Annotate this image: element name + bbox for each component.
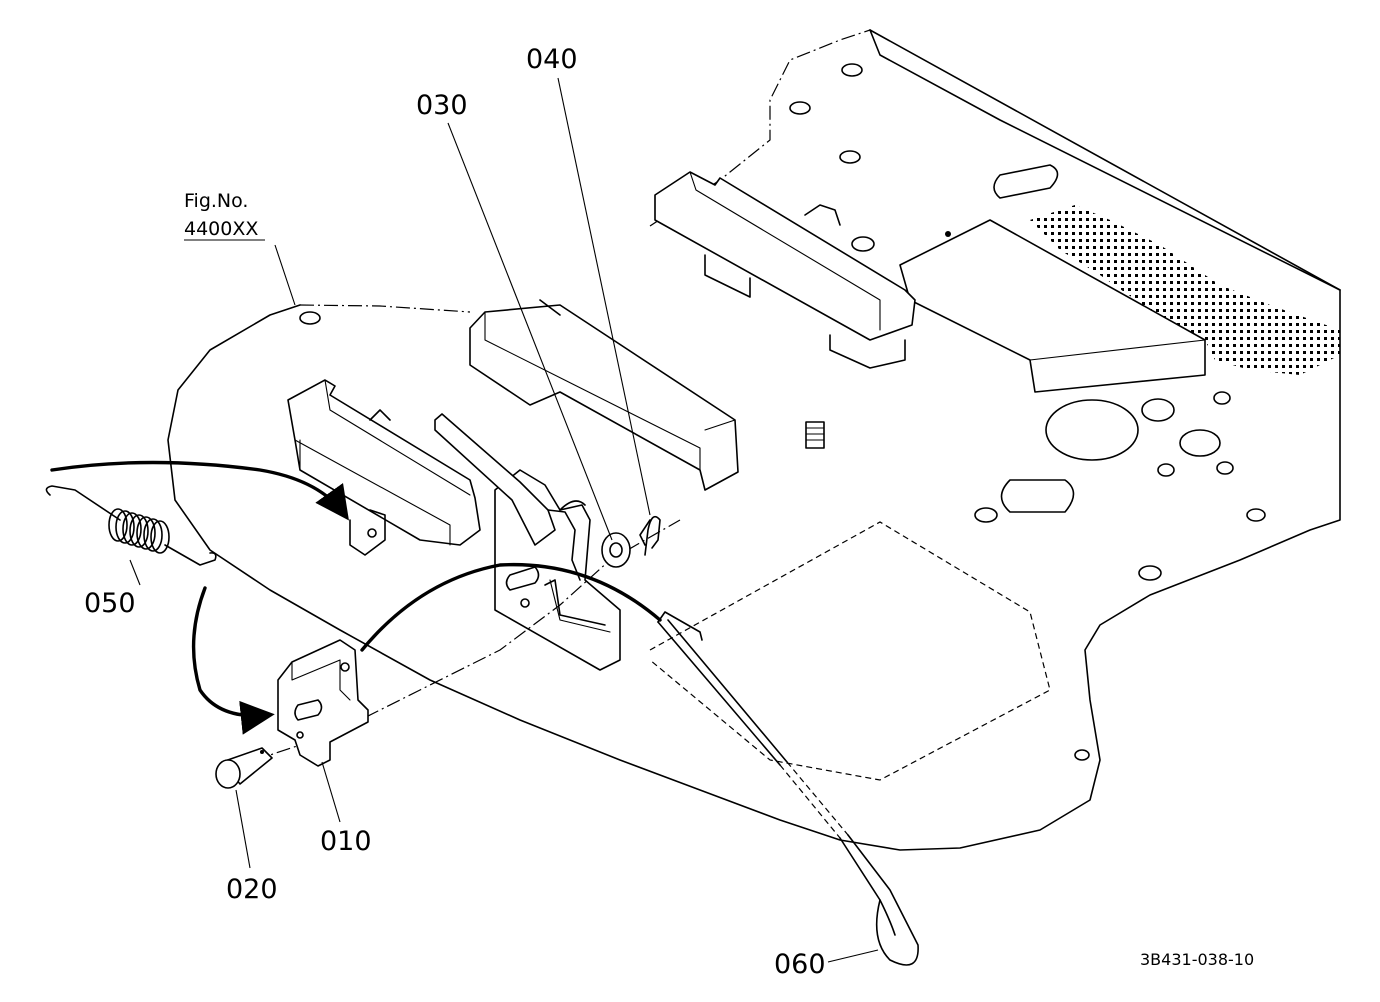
part-050-spring: [45, 485, 217, 566]
rear-panel: [899, 219, 1206, 393]
assembly-axis: [231, 519, 681, 771]
callout-030: 030: [416, 90, 468, 121]
figure-ref-line2: 4400XX: [184, 218, 258, 240]
arrow-plate-to-rod: [360, 562, 662, 652]
part-010-bracket: [277, 639, 369, 767]
lever-arm: [434, 413, 586, 581]
part-060-rod: [657, 611, 919, 966]
latch-bracket-assembly: [287, 379, 481, 556]
floor-plate: [167, 29, 1341, 851]
part-040-clip: [639, 515, 661, 556]
callout-060: 060: [774, 949, 826, 980]
threaded-stud: [805, 421, 825, 449]
assembly-arrows: [50, 460, 662, 735]
figure-ref-line1: Fig.No.: [184, 190, 248, 212]
arrow-spring-to-plate: [191, 586, 275, 735]
callout-040: 040: [526, 44, 578, 75]
callout-010: 010: [320, 826, 372, 857]
front-channel-bracket: [469, 299, 739, 491]
callout-020: 020: [226, 874, 278, 905]
callout-050: 050: [84, 588, 136, 619]
leader-lines: [129, 77, 879, 963]
mesh-grill: [1030, 205, 1340, 375]
rear-channel-bracket: [654, 171, 916, 369]
part-030-washer: [601, 532, 631, 568]
drawing-code: 3B431-038-10: [1140, 950, 1254, 969]
part-020-pin: [215, 747, 273, 789]
arrow-spring-to-bracket: [50, 460, 349, 521]
